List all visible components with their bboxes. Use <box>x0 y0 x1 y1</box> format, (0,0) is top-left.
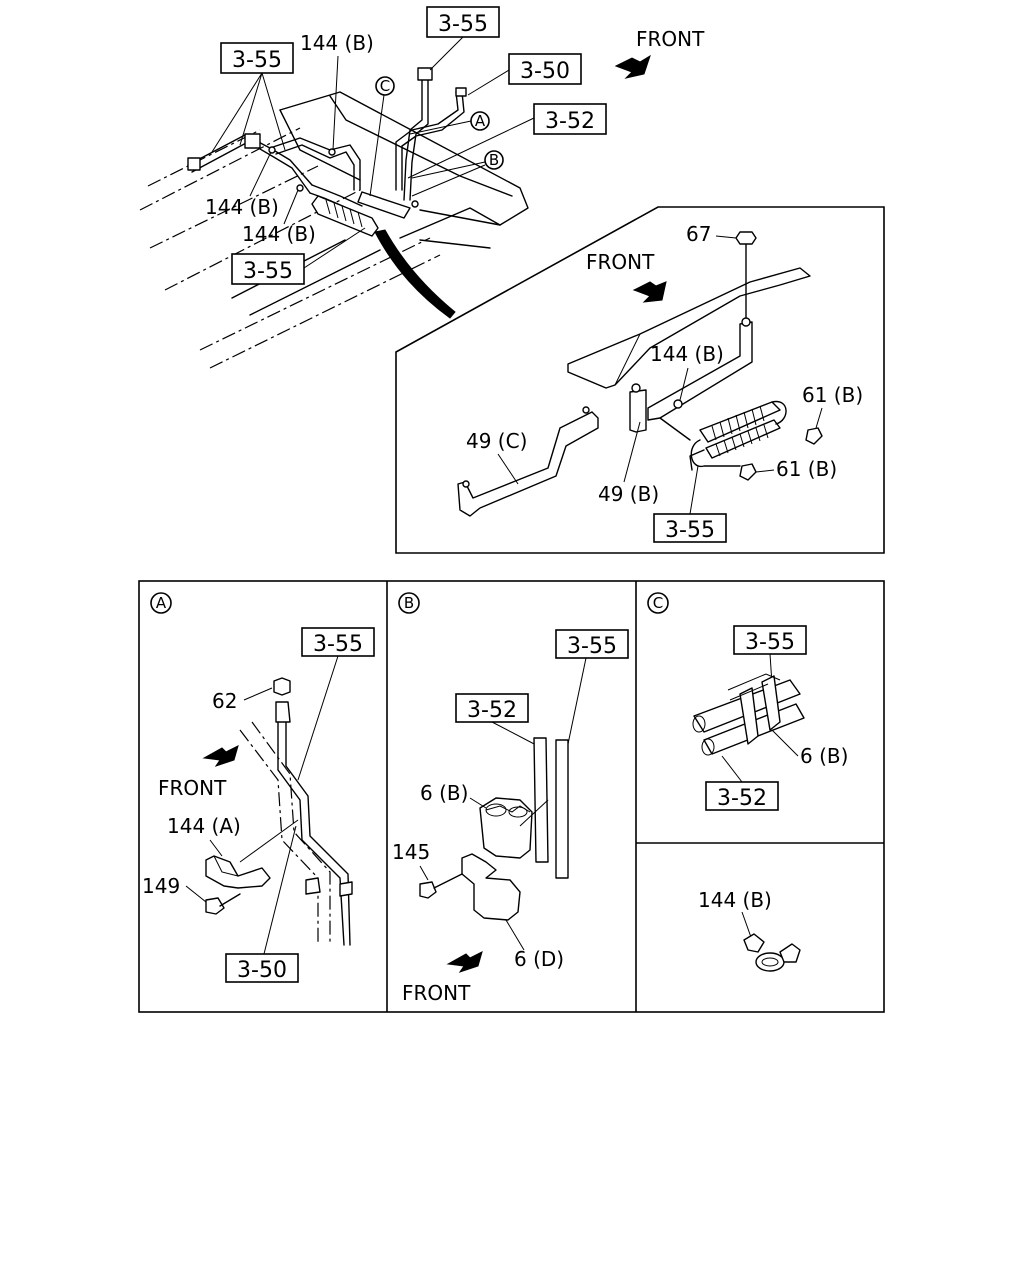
ref-3-55-top-left: 3-55 <box>232 48 282 73</box>
ref-3-52: 3-52 <box>545 109 595 134</box>
ref-box-3-55-panel-a <box>301 627 375 657</box>
callout-c-main: C <box>380 77 390 95</box>
front-label-panel-a: FRONT <box>158 776 227 800</box>
ref-box-3-55-panel-b <box>555 629 629 659</box>
detail-panels-frame <box>138 580 885 1013</box>
label-144b-mid: 144 (B) <box>205 195 279 219</box>
label-62: 62 <box>212 689 237 713</box>
oil-cooler <box>268 146 419 237</box>
panel-c-title: C <box>653 594 663 612</box>
hoses <box>187 67 467 215</box>
front-label-main: FRONT <box>636 27 705 51</box>
label-144b-clip-panel: 144 (B) <box>698 888 772 912</box>
ref-3-52-panel-b: 3-52 <box>467 698 517 723</box>
callout-b-main: B <box>489 151 499 169</box>
callout-a-main: A <box>475 112 486 130</box>
label-49c: 49 (C) <box>466 429 527 453</box>
label-61b-upper: 61 (B) <box>802 383 863 407</box>
ref-3-55-panel-c: 3-55 <box>745 630 795 655</box>
label-144b-top: 144 (B) <box>300 31 374 55</box>
ref-3-50: 3-50 <box>520 59 570 84</box>
ref-box-3-50-panel-a <box>225 953 299 983</box>
panel-a: A 3-55 62 FRONT 144 (A) 149 3-50 <box>142 592 375 983</box>
ref-3-50-panel-a: 3-50 <box>237 958 287 983</box>
ref-3-52-panel-c: 3-52 <box>717 786 767 811</box>
ref-box-3-55-top-left <box>220 42 294 74</box>
label-144a: 144 (A) <box>167 814 241 838</box>
ref-box-3-55-panel-c <box>733 625 807 655</box>
ref-box-3-55-detail <box>653 513 727 543</box>
ref-box-3-55-lower-left <box>231 253 305 285</box>
panel-clip: 144 (B) <box>698 888 801 972</box>
detail-cooler <box>659 399 823 481</box>
ref-3-55-detail: 3-55 <box>665 518 715 543</box>
ref-3-55-panel-a: 3-55 <box>313 632 363 657</box>
label-6b-panel-c: 6 (B) <box>800 744 848 768</box>
front-label-detail: FRONT <box>586 250 655 274</box>
front-arrow-panel-a <box>202 745 239 767</box>
panel-b-title: B <box>404 594 414 612</box>
label-144b-low: 144 (B) <box>242 222 316 246</box>
callout-c-circle <box>375 76 395 96</box>
panel-c: C 3-55 6 (B) 3-52 <box>647 592 848 811</box>
panel-a-title: A <box>156 594 167 612</box>
label-67: 67 <box>686 222 711 246</box>
front-arrow-panel-b <box>446 951 483 973</box>
label-49b: 49 (B) <box>598 482 659 506</box>
front-arrow-detail <box>632 281 667 303</box>
ref-3-55-panel-b: 3-55 <box>567 634 617 659</box>
ref-box-3-52 <box>533 103 607 135</box>
detail-view: FRONT 67 49 (C) <box>395 206 885 554</box>
ref-box-3-50 <box>508 53 582 85</box>
front-label-panel-b: FRONT <box>402 981 471 1005</box>
main-view: FRONT 3-55 3-55 3-50 3-52 3-55 144 (B) 1… <box>139 6 705 369</box>
ref-box-3-55-top-center <box>426 6 500 38</box>
front-arrow-main <box>614 54 651 79</box>
label-149: 149 <box>142 874 180 898</box>
label-6b-panel-b: 6 (B) <box>420 781 468 805</box>
label-144b-detail: 144 (B) <box>650 342 724 366</box>
label-6d: 6 (D) <box>514 947 564 971</box>
ref-3-55-lower-left: 3-55 <box>243 259 293 284</box>
detail-pointer <box>374 229 456 319</box>
label-61b-lower: 61 (B) <box>776 457 837 481</box>
label-145: 145 <box>392 840 430 864</box>
panel-b: B 3-55 3-52 6 (B) 145 6 (D) FRONT <box>392 592 629 1005</box>
ref-3-55-top-center: 3-55 <box>438 12 488 37</box>
hose-clip <box>187 133 261 171</box>
callout-b-circle <box>484 150 504 170</box>
